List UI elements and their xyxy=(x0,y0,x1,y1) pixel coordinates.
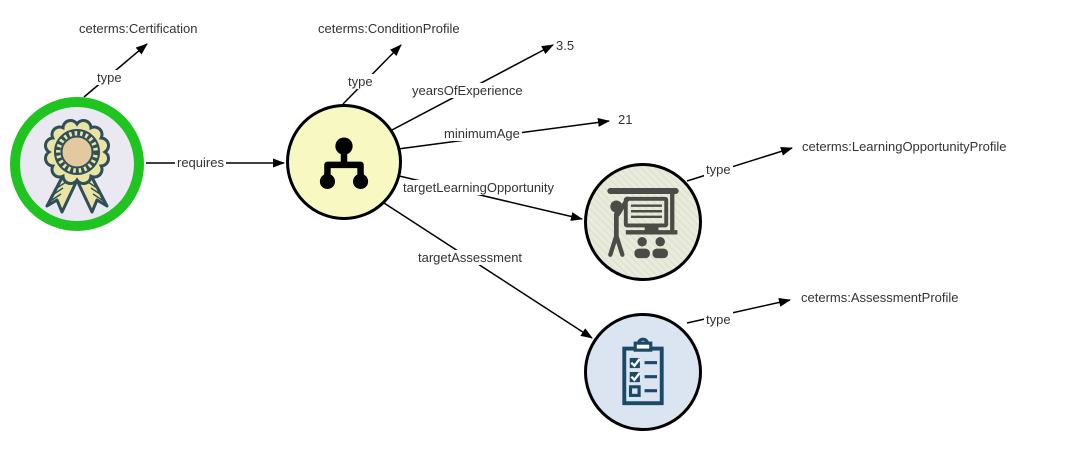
classroom-icon xyxy=(607,188,679,259)
edge-learning-type-line xyxy=(686,147,793,182)
years-of-experience-value: 3.5 xyxy=(556,38,575,53)
edge-label-assessment-type: type xyxy=(704,312,733,327)
edge-label-condition-type: type xyxy=(346,74,375,89)
node-learning-opportunity[interactable] xyxy=(584,163,702,281)
checklist-clipboard-icon xyxy=(622,337,664,406)
learning-opportunity-class-label: ceterms:LearningOpportunityProfile xyxy=(802,139,1007,154)
edge-label-target-learning-opportunity: targetLearningOpportunity xyxy=(401,180,557,195)
certification-class-label: ceterms:Certification xyxy=(79,21,198,36)
condition-profile-class-label: ceterms:ConditionProfile xyxy=(318,21,460,36)
hierarchy-icon xyxy=(319,137,369,189)
edge-assessment-type-line xyxy=(686,298,791,324)
edge-target-assessment-line xyxy=(383,202,593,339)
node-certification[interactable] xyxy=(10,97,144,231)
edge-label-requires: requires xyxy=(175,155,226,170)
node-assessment[interactable] xyxy=(584,313,702,431)
assessment-class-label: ceterms:AssessmentProfile xyxy=(801,290,959,305)
edge-label-minimum-age: minimumAge xyxy=(442,126,522,141)
node-condition-profile[interactable] xyxy=(286,104,402,220)
edge-label-years-of-experience: yearsOfExperience xyxy=(410,83,525,98)
edge-label-certification-type: type xyxy=(95,70,124,85)
minimum-age-value: 21 xyxy=(618,112,633,127)
edge-label-target-assessment: targetAssessment xyxy=(416,250,525,265)
edge-label-learning-type: type xyxy=(704,162,733,177)
certification-badge-icon xyxy=(44,119,110,214)
